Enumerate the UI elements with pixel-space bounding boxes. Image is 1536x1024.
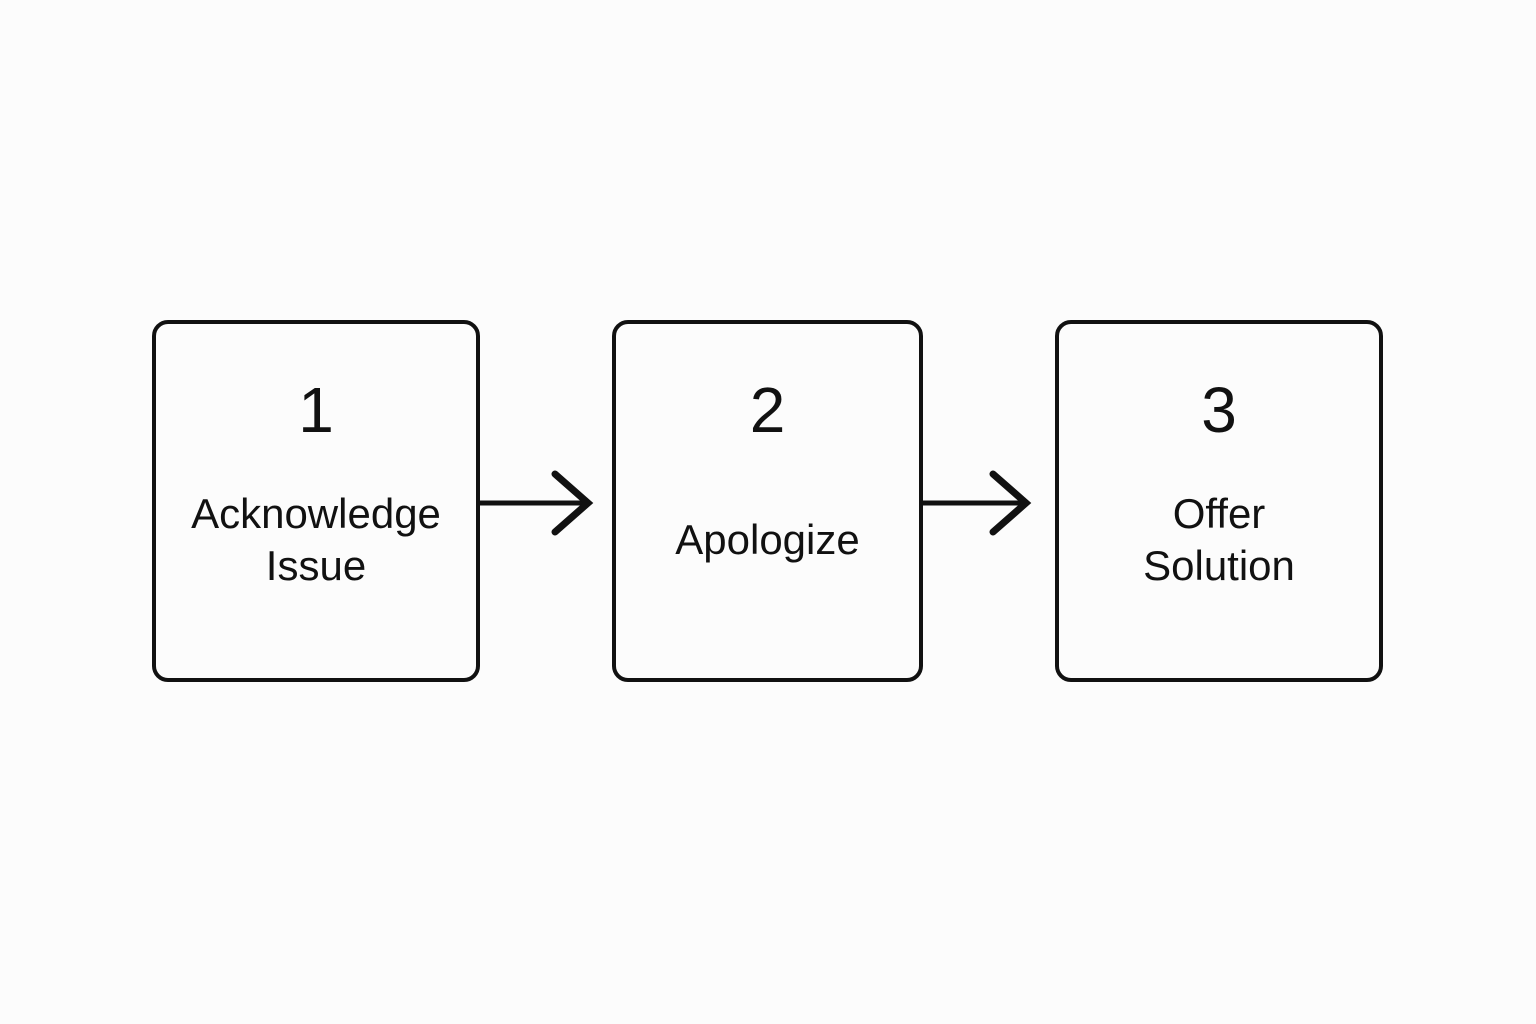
arrow-right-icon [478,470,594,536]
step-number-2: 2 [749,374,786,446]
step-box-1[interactable]: 1 Acknowledge Issue [152,320,480,682]
step-label-1: Acknowledge Issue [191,490,441,589]
step-box-2[interactable]: 2 Apologize [612,320,923,682]
step-label-2: Apologize [675,516,860,563]
step-number-3: 3 [1201,374,1237,446]
connector-arrow-2 [921,465,1061,541]
step-label-3: Offer Solution [1143,490,1295,589]
step-number-1: 1 [298,374,334,446]
step-box-3[interactable]: 3 Offer Solution [1055,320,1383,682]
connector-arrow-1 [478,465,594,541]
arrow-right-icon [921,470,1032,536]
